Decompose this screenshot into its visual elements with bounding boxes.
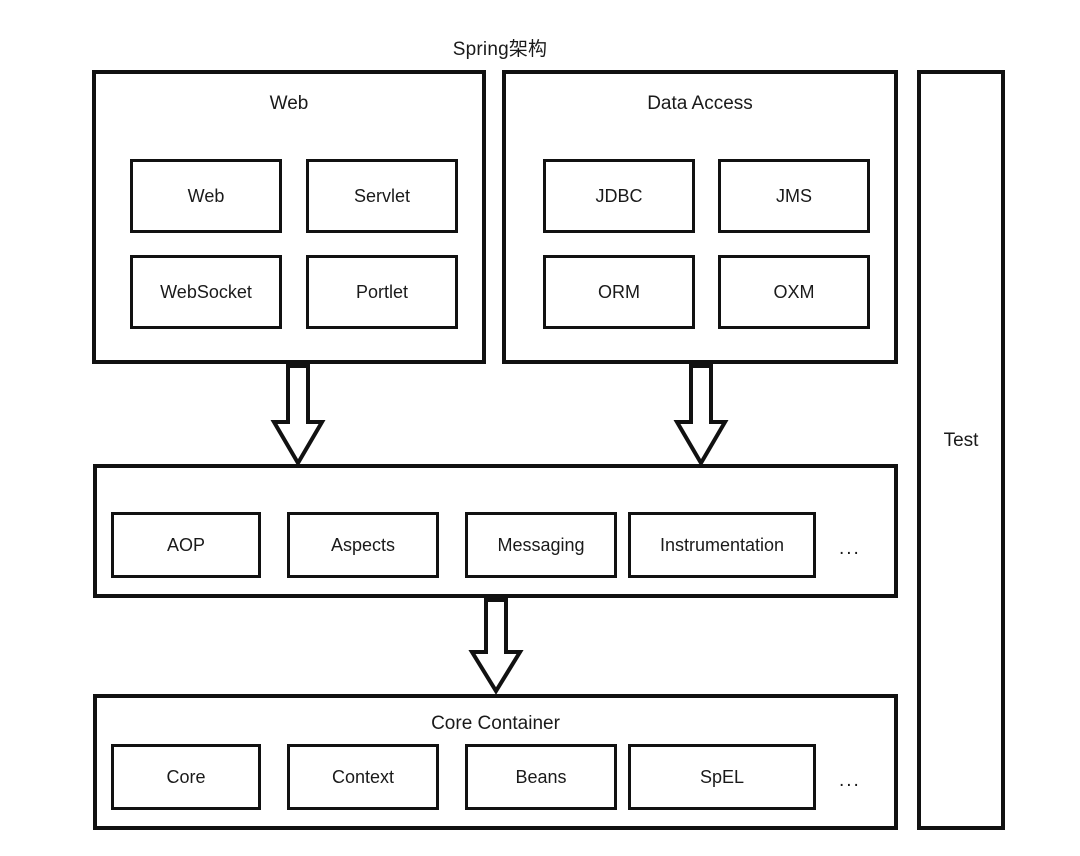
module-core-label: Core (166, 767, 206, 787)
module-servlet[interactable]: Servlet (306, 159, 458, 233)
module-beans-label: Beans (515, 767, 567, 787)
module-portlet-label: Portlet (355, 282, 409, 302)
module-oxm-label: OXM (773, 282, 815, 302)
module-websocket-label: WebSocket (160, 282, 252, 302)
module-jms-label: JMS (776, 186, 812, 206)
module-jdbc[interactable]: JDBC (543, 159, 695, 233)
module-aspects-label: Aspects (330, 535, 396, 555)
module-instrumentation-label: Instrumentation (659, 535, 785, 555)
group-core-container-label: Core Container (431, 713, 560, 734)
module-context-label: Context (331, 767, 395, 787)
module-aop[interactable]: AOP (111, 512, 261, 578)
arrow-web-to-aop (270, 364, 326, 466)
module-aop-label: AOP (166, 535, 205, 555)
module-spel-label: SpEL (699, 767, 745, 787)
module-orm-label: ORM (598, 282, 640, 302)
module-messaging[interactable]: Messaging (465, 512, 617, 578)
module-web-label: Web (187, 186, 225, 206)
module-websocket[interactable]: WebSocket (130, 255, 282, 329)
arrow-data-access-to-aop (673, 364, 729, 466)
group-data-access-label: Data Access (647, 93, 753, 114)
group-web-label: Web (269, 93, 309, 114)
group-test-label: Test (943, 430, 979, 451)
module-instrumentation[interactable]: Instrumentation (628, 512, 816, 578)
group-core-container: Core Container Core Context Beans SpEL .… (93, 694, 898, 830)
module-web[interactable]: Web (130, 159, 282, 233)
module-orm[interactable]: ORM (543, 255, 695, 329)
core-container-ellipsis: ... (839, 770, 861, 791)
module-beans[interactable]: Beans (465, 744, 617, 810)
module-jms[interactable]: JMS (718, 159, 870, 233)
group-data-access: Data Access JDBC JMS ORM OXM (502, 70, 898, 364)
aop-tier-ellipsis: ... (839, 538, 861, 559)
module-jdbc-label: JDBC (595, 186, 643, 206)
arrow-aop-to-core (468, 598, 524, 694)
module-core[interactable]: Core (111, 744, 261, 810)
module-oxm[interactable]: OXM (718, 255, 870, 329)
group-web: Web Web Servlet WebSocket Portlet (92, 70, 486, 364)
module-portlet[interactable]: Portlet (306, 255, 458, 329)
module-context[interactable]: Context (287, 744, 439, 810)
module-messaging-label: Messaging (497, 535, 585, 555)
group-aop-tier: AOP Aspects Messaging Instrumentation ..… (93, 464, 898, 598)
group-test: Test (917, 70, 1005, 830)
module-aspects[interactable]: Aspects (287, 512, 439, 578)
page-title: Spring架构 (452, 39, 548, 60)
module-spel[interactable]: SpEL (628, 744, 816, 810)
module-servlet-label: Servlet (353, 186, 411, 206)
